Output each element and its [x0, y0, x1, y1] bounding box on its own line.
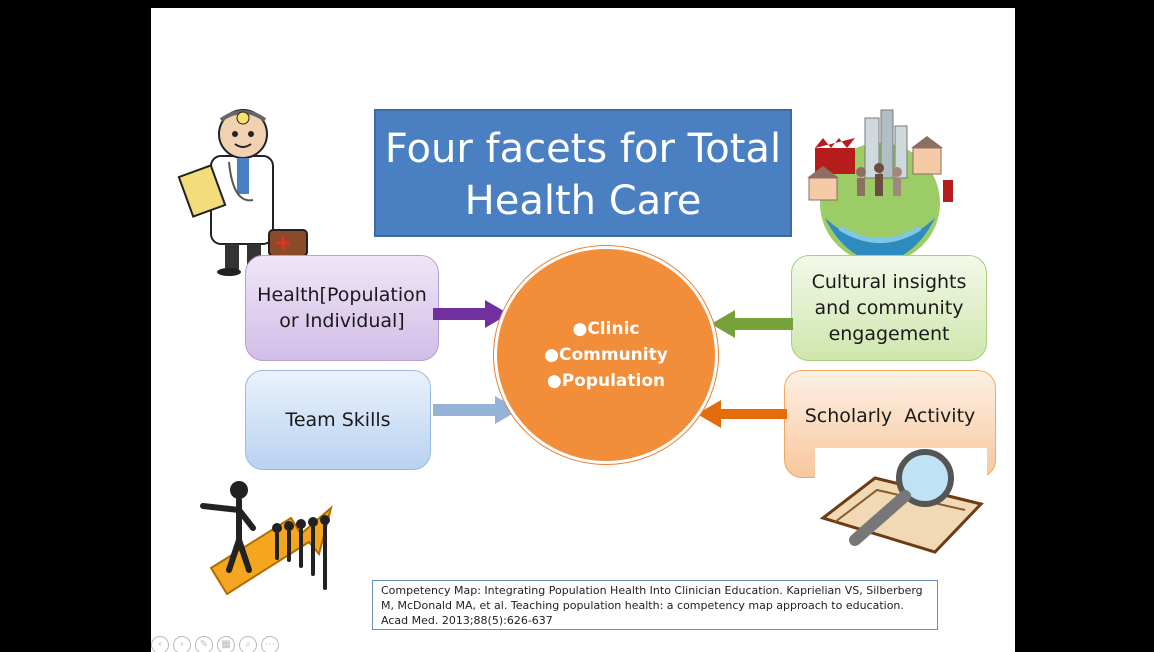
community-icon: [807, 109, 953, 263]
doctor-icon: [177, 109, 308, 276]
facet-cultural: Cultural insights and community engageme…: [791, 255, 987, 361]
top-border: [0, 0, 1154, 8]
arrow-scholarly: [697, 400, 787, 428]
more-icon[interactable]: ⋯: [261, 636, 279, 652]
center-item-clinic: ●Clinic: [572, 319, 640, 339]
next-icon[interactable]: ›: [173, 636, 191, 652]
facet-team-skills: Team Skills: [245, 370, 431, 470]
citation-text: Competency Map: Integrating Population H…: [381, 584, 923, 627]
slide-title: Four facets for Total Health Care: [374, 109, 792, 237]
facet-team-label: Team Skills: [285, 409, 391, 431]
facet-cultural-label: Cultural insights and community engageme…: [811, 271, 967, 345]
arrow-cultural: [711, 310, 793, 338]
facet-health-label: Health[Population or Individual]: [257, 284, 427, 332]
center-item-population: ●Population: [546, 371, 666, 391]
title-line-1: Four facets for Total: [384, 126, 782, 172]
magnifier-icon: [815, 448, 987, 560]
pen-icon[interactable]: ✎: [195, 636, 213, 652]
prev-icon[interactable]: ‹: [151, 636, 169, 652]
title-line-2: Health Care: [464, 178, 702, 224]
citation-box: Competency Map: Integrating Population H…: [372, 580, 938, 630]
slide: Four facets for Total Health Care: [151, 8, 1015, 652]
facet-scholarly-label: Scholarly Activity: [804, 405, 976, 427]
center-circle: ●Clinic ●Community ●Population: [494, 246, 718, 464]
right-black-bar: [1015, 0, 1154, 652]
leader-icon: [200, 481, 333, 596]
left-black-bar: [0, 0, 151, 652]
arrow-health: [433, 300, 509, 328]
zoom-icon[interactable]: ⌕: [239, 636, 257, 652]
center-item-community: ●Community: [544, 345, 668, 365]
facet-health: Health[Population or Individual]: [245, 255, 439, 361]
presenter-toolbar[interactable]: ‹ › ✎ ▦ ⌕ ⋯: [151, 636, 279, 652]
arrow-team: [433, 396, 519, 424]
slides-icon[interactable]: ▦: [217, 636, 235, 652]
